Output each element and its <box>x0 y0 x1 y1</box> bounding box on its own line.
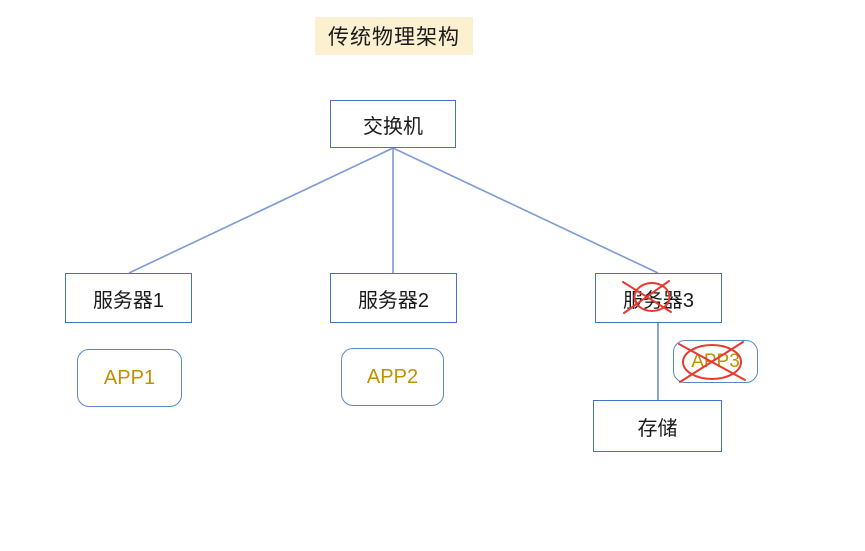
diagram-title: 传统物理架构 <box>315 17 473 55</box>
node-server1: 服务器1 <box>65 273 192 323</box>
node-app2: APP2 <box>341 348 444 406</box>
node-app1: APP1 <box>77 349 182 407</box>
connector-switch-server3 <box>392 147 659 274</box>
node-switch: 交换机 <box>330 100 456 148</box>
node-storage: 存储 <box>593 400 722 452</box>
node-app3: APP3 <box>673 340 758 383</box>
node-server3: 服务器3 <box>595 273 722 323</box>
node-server2: 服务器2 <box>330 273 457 323</box>
connector-switch-server1 <box>128 147 394 274</box>
